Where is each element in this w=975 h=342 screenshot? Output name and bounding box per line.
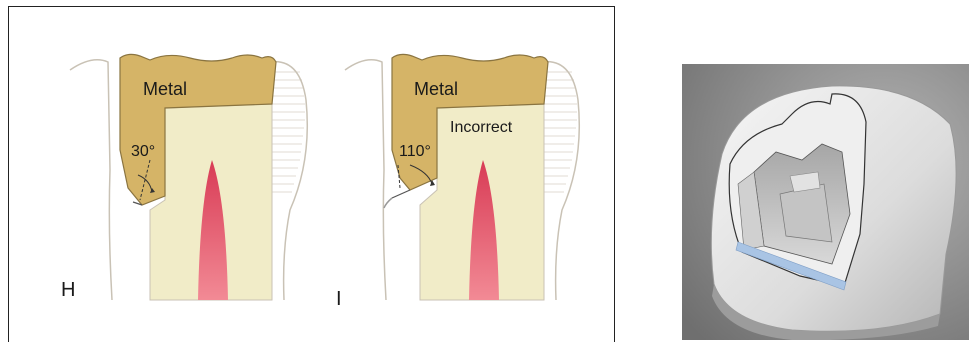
prepared-tooth-photo [682,64,969,340]
angle-label: 110° [399,143,431,160]
panel-h: Metal 30° H [61,54,307,301]
metal-label: Metal [143,79,187,99]
panel-i: Metal Incorrect 110° I [336,54,579,310]
tooth-outline-right [542,62,579,300]
tooth-outline-right [270,62,307,300]
incorrect-label: Incorrect [450,119,513,136]
enamel-striations [544,72,577,192]
cavity-box [780,184,832,242]
bevel-tail [384,198,392,208]
overextended-bevel [392,190,410,198]
panel-letter: I [336,288,342,310]
panel-letter: H [61,279,75,301]
enamel-striations [272,72,305,192]
adjacent-tooth-outline-left [70,60,112,300]
metal-label: Metal [414,79,458,99]
adjacent-tooth-outline-left [345,60,386,300]
angle-label: 30° [131,143,155,160]
